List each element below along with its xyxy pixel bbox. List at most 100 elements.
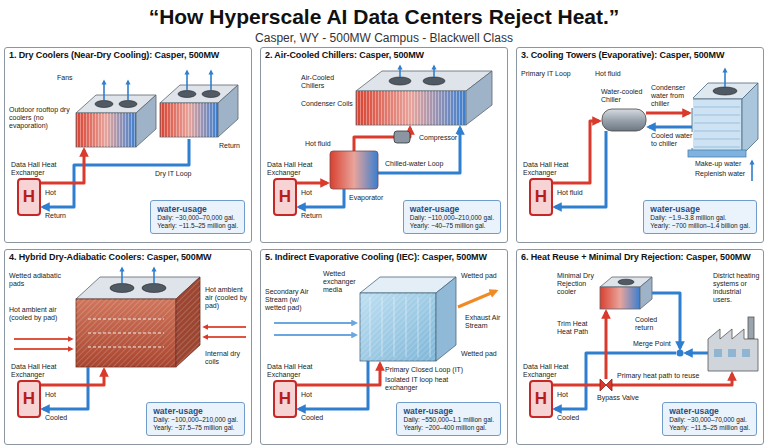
callout-label: Hot fluid <box>305 140 331 148</box>
callout-label: Chilled-water Loop <box>385 160 443 168</box>
callout-label: Minimal Dry Rejection cooler <box>557 272 599 296</box>
exchanger-letter: H <box>535 390 547 408</box>
subtitle: Casper, WY - 500MW Campus - Blackwell Cl… <box>0 31 768 45</box>
callout-label: Outdoor rooftop dry coolers (no evaporat… <box>9 106 73 130</box>
callout-label: Dry IT Loop <box>155 170 191 178</box>
callout-label: Cooled <box>557 414 579 422</box>
water-usage-box: water-usageDaily: ~110,000–210,000 gal.Y… <box>403 200 501 234</box>
hot-fluid-pipe <box>354 128 410 151</box>
cooler-side <box>218 85 238 137</box>
pad-texture <box>76 299 176 367</box>
callout-label: Bypass Valve <box>597 394 639 402</box>
exchanger-letter: H <box>23 390 35 408</box>
media-texture <box>360 293 436 361</box>
water-usage-box: water-usageDaily: ~1.9–3.8 million gal.Y… <box>643 200 757 234</box>
water-figure: Yearly: ~700 million–1.4 billion gal. <box>650 222 750 230</box>
callout-label: Condenser water from chiller <box>651 84 693 108</box>
callout-label: Primary Closed Loop (IT) <box>385 366 463 374</box>
cooled-pipe <box>43 367 88 409</box>
fan <box>618 279 634 285</box>
fan <box>95 101 113 108</box>
hot-pipe <box>296 182 327 185</box>
heat-exchanger-box: Data Hall Heat ExchangerH <box>529 178 553 216</box>
exchanger-label: Data Hall Heat Exchanger <box>523 161 581 177</box>
callout-label: Hot ambient air (cooled by pad) <box>9 306 69 322</box>
callout-label: Hot <box>557 391 568 399</box>
chiller-symbol <box>602 109 646 131</box>
callout-label: Hot <box>45 391 56 399</box>
water-figure: Yearly: ~40–75 million gal. <box>410 222 494 230</box>
factory-window <box>742 349 750 357</box>
callout-label: Wetted adiabatic pads <box>9 272 71 288</box>
exchanger-label: Data Hall Heat Exchanger <box>267 363 325 379</box>
water-heading: water-usage <box>403 406 494 416</box>
fan <box>178 91 196 98</box>
water-figure: Yearly: ~200–400 million gal. <box>403 424 494 432</box>
water-figure: Yearly: ~37.5–75 million gal. <box>153 424 238 432</box>
exchanger-label: Data Hall Heat Exchanger <box>523 363 581 379</box>
water-usage-box: water-usageDaily: ~30,000–70,000 gal.Yea… <box>150 200 245 234</box>
tower-front <box>692 99 742 155</box>
iec-media <box>360 293 436 361</box>
cooler-coil <box>600 287 640 309</box>
merge-point <box>677 350 684 357</box>
callout-label: Wetted pad <box>461 350 497 358</box>
callout-label: Evaporator <box>349 194 383 202</box>
fan <box>142 284 166 293</box>
tower-slats <box>694 107 740 147</box>
exchanger-label: Data Hall Heat Exchanger <box>11 161 69 177</box>
callout-label: Compressor <box>419 134 457 142</box>
water-usage-box: water-usageDaily: ~30,000–70,000 gal.Yea… <box>662 402 757 436</box>
callout-label: Water-cooled Chiller <box>601 88 651 104</box>
air-arrow <box>14 348 72 350</box>
panel-box: 1. Dry Coolers (Near-Dry Cooling): Caspe… <box>4 47 252 243</box>
chiller-scene <box>296 66 492 207</box>
condenser-pipe <box>646 112 689 115</box>
tower-side <box>742 83 758 155</box>
water-figure: Daily: ~550,000–1.1 million gal. <box>403 416 494 424</box>
condenser-coil <box>356 91 466 125</box>
panel-box: 5. Indirect Evaporative Cooling (IEC): C… <box>260 249 508 445</box>
callout-label: Merge Point <box>633 340 671 348</box>
panel-heading: 1. Dry Coolers (Near-Dry Cooling): Caspe… <box>9 50 247 61</box>
coil-fins <box>356 91 466 125</box>
callout-label: Internal dry coils <box>205 350 249 366</box>
heat-exchanger-box: Data Hall Heat ExchangerH <box>529 380 553 418</box>
exchanger-label: Data Hall Heat Exchanger <box>11 363 69 379</box>
water-figure: Daily: ~30,000–70,000 gal. <box>669 416 750 424</box>
fan <box>110 284 134 293</box>
trim-pipe <box>605 312 608 379</box>
fan <box>423 77 445 85</box>
callout-label: Secondary Air Stream (w/ wetted pad) <box>265 288 319 312</box>
factory-window <box>728 349 736 357</box>
factory-window <box>714 349 722 357</box>
makeup-arrow <box>751 161 753 181</box>
return-pipe <box>555 353 676 409</box>
cooler-side <box>640 277 652 309</box>
callout-label: Wetted exchanger media <box>323 270 359 294</box>
airflow-arrow <box>153 268 155 283</box>
cooling-tower-scene <box>552 69 758 207</box>
exchanger-letter: H <box>23 188 35 206</box>
dry-cooler-scene <box>40 71 238 207</box>
chimney <box>748 317 754 339</box>
tower-basin <box>688 150 746 157</box>
cooler-fins <box>160 103 218 137</box>
water-heading: water-usage <box>157 204 238 214</box>
airflow-arrow <box>399 66 401 77</box>
airflow-arrow <box>210 71 212 90</box>
callout-label: Hot <box>45 189 56 197</box>
exchanger-plates <box>370 297 430 357</box>
air-arrow <box>274 322 356 324</box>
airflow-arrow <box>121 268 123 283</box>
water-heading: water-usage <box>669 406 750 416</box>
exchanger-letter: H <box>279 390 291 408</box>
callout-label: Primary heat path to reuse <box>617 372 700 380</box>
water-heading: water-usage <box>153 406 238 416</box>
air-arrow <box>204 326 246 328</box>
water-figure: Yearly: ~11.5–25 million gal. <box>669 424 750 432</box>
callout-label: Air-Cooled Chillers <box>301 74 353 90</box>
callout-label: Cooled return <box>635 316 675 332</box>
callout-label: Cooled water to chiller <box>651 132 693 148</box>
